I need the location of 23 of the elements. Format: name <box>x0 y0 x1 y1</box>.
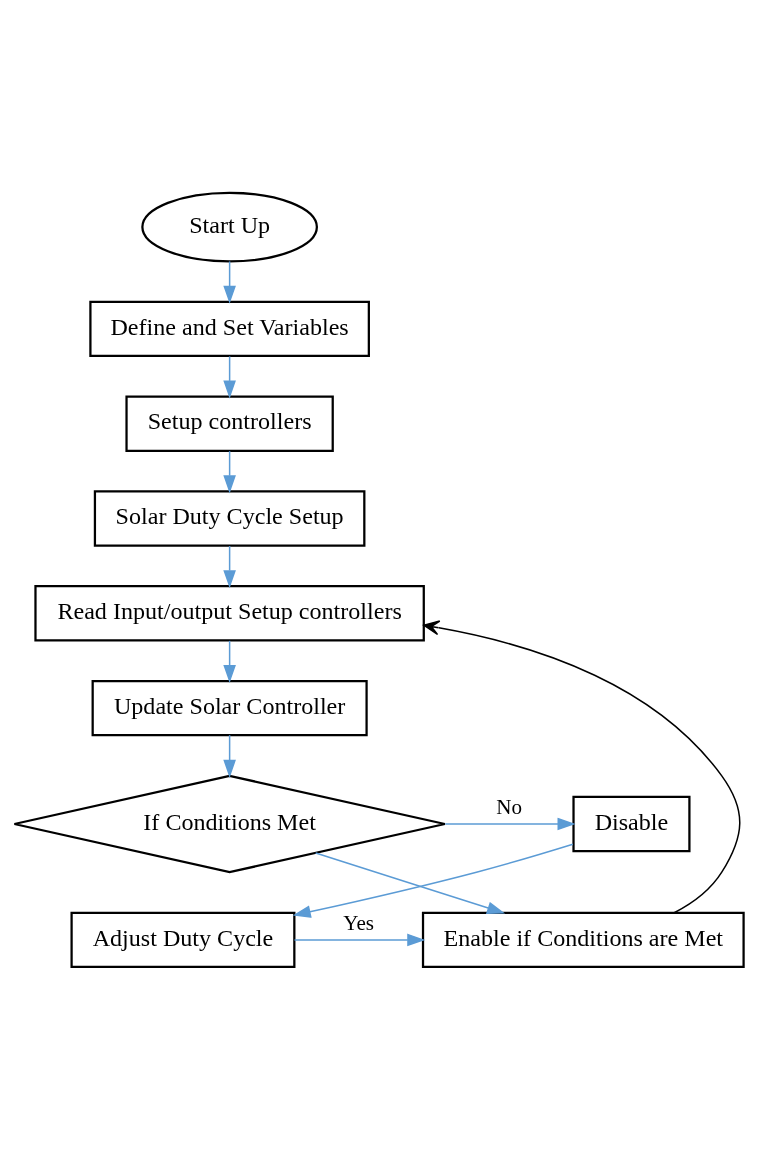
node-box: Enable if Conditions are Met <box>421 911 745 969</box>
node-diamond: If Conditions Met <box>13 774 446 874</box>
arrow <box>223 734 236 778</box>
arrow <box>223 450 236 494</box>
arrow <box>423 620 741 914</box>
arrow <box>292 843 574 918</box>
node-ellipse: Start Up <box>141 191 318 263</box>
arrow <box>444 817 576 831</box>
arrow <box>223 640 236 684</box>
edge-label: No <box>496 794 523 819</box>
arrow <box>223 355 236 399</box>
node-box: Disable <box>572 795 691 853</box>
node-box: Adjust Duty Cycle <box>70 911 296 969</box>
node-box: Define and Set Variables <box>89 300 370 358</box>
node-box: Update Solar Controller <box>91 679 368 737</box>
node-box: Solar Duty Cycle Setup <box>93 490 366 547</box>
node-box: Read Input/output Setup controllers <box>34 585 425 642</box>
node-box: Setup controllers <box>125 395 334 452</box>
arrow <box>293 933 426 947</box>
arrow <box>223 260 236 304</box>
edge-label: Yes <box>343 910 375 935</box>
arrow <box>223 545 236 589</box>
arrow <box>314 852 506 914</box>
